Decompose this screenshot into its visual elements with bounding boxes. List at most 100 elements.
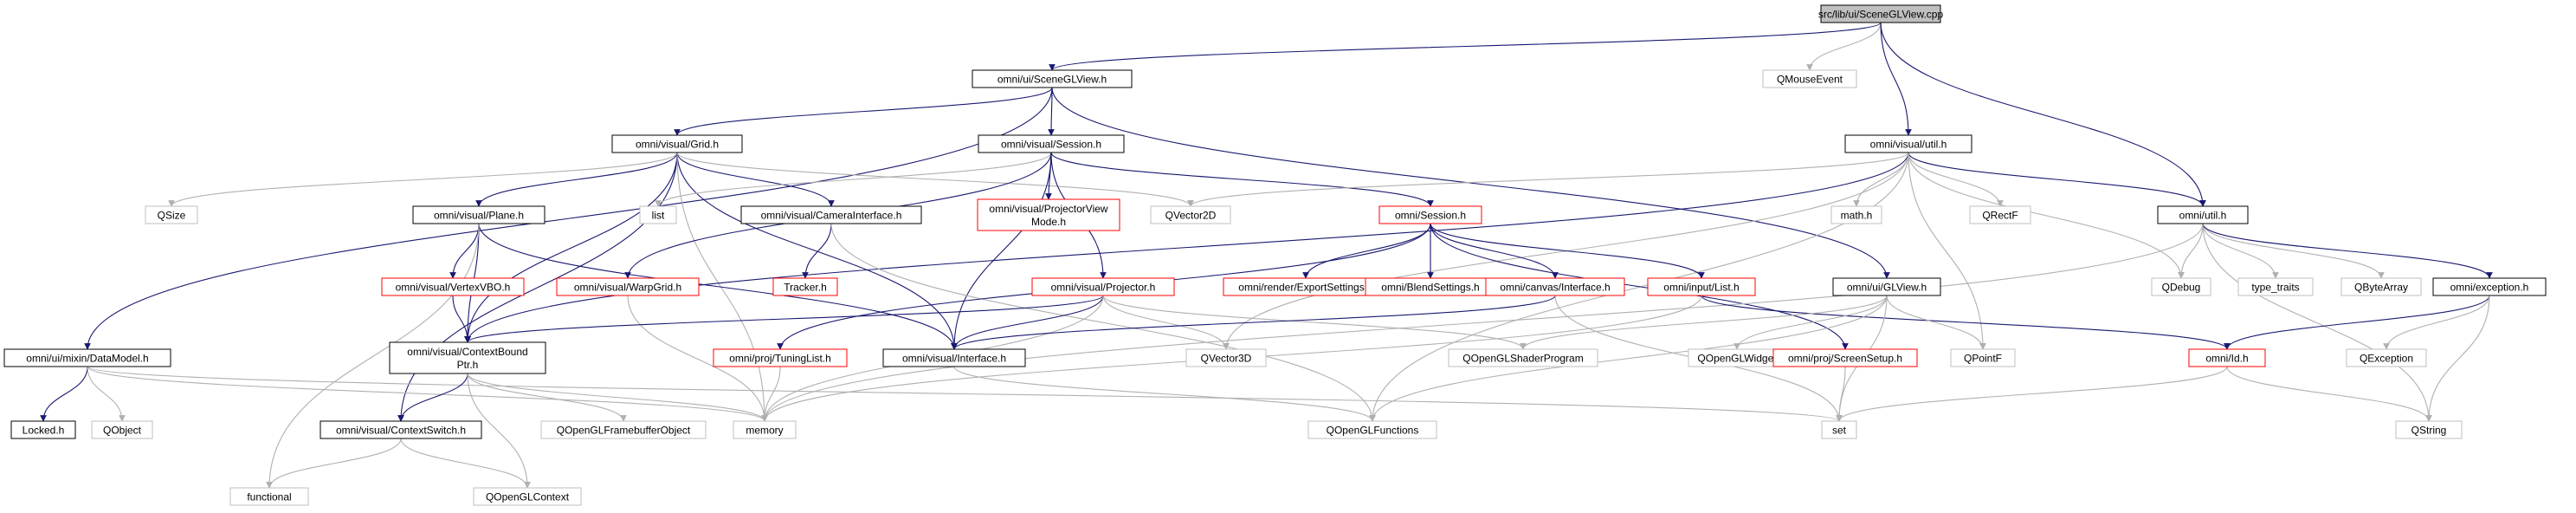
node-contextswitch-h[interactable]: omni/visual/ContextSwitch.h	[320, 420, 482, 439]
edge-exception_h-to-qexception	[2383, 295, 2490, 350]
node-vertexvbo-h[interactable]: omni/visual/VertexVBO.h	[381, 277, 525, 296]
node-qobject: QObject	[91, 420, 153, 439]
node-box	[1485, 277, 1625, 296]
node-session-h[interactable]: omni/Session.h	[1378, 205, 1482, 224]
edge-visual_grid_h-to-camera_h	[676, 152, 835, 207]
node-box	[740, 205, 922, 224]
node-exportsettings-h[interactable]: omni/render/ExportSettings.h	[1223, 277, 1389, 296]
edge-util_h-to-memory	[761, 223, 2204, 422]
node-locked-h[interactable]: Locked.h	[10, 420, 76, 439]
node-label: omni/util.h	[2179, 210, 2227, 222]
node-box	[611, 134, 743, 153]
edge-contextbound_h-to-memory	[467, 373, 768, 422]
node-scenegl-cpp[interactable]: src/lib/ui/SceneGLView.cpp	[1818, 4, 1944, 23]
edge-contextswitch_h-to-qopenglcontext	[400, 438, 531, 489]
edge-glview_h-to-qopenglshader	[1520, 295, 1888, 350]
node-id-h[interactable]: omni/Id.h	[2188, 348, 2266, 367]
node-box	[1844, 134, 1972, 153]
edge-ui_scenegl_h-to-visual_session_h	[1048, 87, 1055, 136]
node-memory: memory	[733, 420, 797, 439]
edge-layer	[40, 22, 2493, 489]
node-box	[1762, 69, 1857, 88]
edge-datamodel_h-to-qobject	[87, 366, 126, 422]
node-box	[1307, 420, 1437, 439]
node-box	[1031, 277, 1175, 296]
node-box	[1772, 348, 1918, 367]
node-label: QException	[2360, 353, 2413, 365]
edge-scenegl_cpp-to-visual_util_h	[1880, 22, 1912, 136]
node-label: omni/visual/Plane.h	[434, 210, 524, 222]
node-box	[1150, 205, 1231, 224]
edge-id_h-to-set	[1836, 366, 2228, 422]
node-box	[2346, 348, 2427, 367]
edge-util_h-to-qstring	[2202, 223, 2432, 422]
node-label: type_traits	[2251, 282, 2299, 294]
node-visual-plane-h[interactable]: omni/visual/Plane.h	[412, 205, 546, 224]
node-interface-h[interactable]: omni/visual/Interface.h	[882, 348, 1026, 367]
node-box	[3, 348, 171, 367]
node-tracker-h[interactable]: Tracker.h	[772, 277, 838, 296]
node-box	[2151, 277, 2211, 296]
node-camera-h[interactable]: omni/visual/CameraInterface.h	[740, 205, 922, 224]
node-box	[977, 198, 1120, 231]
node-qmouseevent: QMouseEvent	[1762, 69, 1857, 88]
node-type-traits: type_traits	[2237, 277, 2314, 296]
node-inputlist-h[interactable]: omni/input/List.h	[1647, 277, 1756, 296]
node-box	[2340, 277, 2422, 296]
node-label: QByteArray	[2354, 282, 2408, 294]
edge-datamodel_h-to-locked_h	[40, 366, 88, 422]
edge-session_h-to-exportsettings_h	[1302, 223, 1431, 279]
node-visual-session-h[interactable]: omni/visual/Session.h	[978, 134, 1125, 153]
edge-visual_util_h-to-qpointf	[1908, 152, 1986, 350]
node-label: omni/ui/SceneGLView.h	[997, 74, 1107, 86]
edge-glview_h-to-qopenglwidget	[1733, 295, 1888, 350]
node-datamodel-h[interactable]: omni/ui/mixin/DataModel.h	[3, 348, 171, 367]
edge-interface_h-to-qopenglfunctions	[953, 366, 1376, 422]
node-box	[1820, 4, 1941, 23]
node-label: omni/BlendSettings.h	[1381, 282, 1479, 294]
edge-contextswitch_h-to-functional	[266, 438, 402, 489]
node-label: QVector2D	[1165, 210, 1217, 222]
node-label: omni/input/List.h	[1663, 282, 1739, 294]
node-box	[882, 348, 1026, 367]
node-box	[2157, 205, 2249, 224]
node-visual-grid-h[interactable]: omni/visual/Grid.h	[611, 134, 743, 153]
node-label: omni/visual/util.h	[1870, 139, 1947, 151]
node-qopenglshader: QOpenGLShaderProgram	[1448, 348, 1598, 367]
edge-ui_scenegl_h-to-visual_grid_h	[674, 87, 1053, 136]
node-tuninglist-h[interactable]: omni/proj/TuningList.h	[713, 348, 848, 367]
node-box	[10, 420, 76, 439]
edge-scenegl_cpp-to-qmouseevent	[1806, 22, 1882, 71]
node-label: QPointF	[1964, 353, 2002, 365]
node-qbytearray: QByteArray	[2340, 277, 2422, 296]
node-qopenglcontext: QOpenGLContext	[473, 487, 582, 506]
node-list: list	[639, 205, 677, 224]
node-util-h[interactable]: omni/util.h	[2157, 205, 2249, 224]
node-box	[1448, 348, 1598, 367]
edge-visual_grid_h-to-qsize	[168, 152, 678, 207]
edge-scenegl_cpp-to-util_h	[1880, 22, 2206, 207]
edge-glview_h-to-qpointf	[1886, 295, 1986, 350]
node-label: set	[1832, 425, 1847, 437]
node-visual-util-h[interactable]: omni/visual/util.h	[1844, 134, 1972, 153]
node-label: QOpenGLShaderProgram	[1462, 353, 1583, 365]
node-box	[229, 487, 309, 506]
node-warpgrid-h[interactable]: omni/visual/WarpGrid.h	[556, 277, 700, 296]
node-projector-h[interactable]: omni/visual/Projector.h	[1031, 277, 1175, 296]
edge-visual_grid_h-to-contextbound_h	[464, 152, 678, 343]
node-blendsettings-h[interactable]: omni/BlendSettings.h	[1365, 277, 1496, 296]
node-screensetup-h[interactable]: omni/proj/ScreenSetup.h	[1772, 348, 1918, 367]
edge-contextbound_h-to-contextswitch_h	[397, 373, 468, 422]
edge-projector_h-to-qvector3d	[1102, 295, 1230, 350]
node-ui-scenegl-h[interactable]: omni/ui/SceneGLView.h	[972, 69, 1133, 88]
node-box	[389, 341, 546, 374]
node-exception-h[interactable]: omni/exception.h	[2432, 277, 2547, 296]
node-box	[1950, 348, 2016, 367]
node-box	[381, 277, 525, 296]
node-label: omni/visual/VertexVBO.h	[396, 282, 511, 294]
node-glview-h[interactable]: omni/ui/GLView.h	[1832, 277, 1941, 296]
node-label: omni/Id.h	[2205, 353, 2248, 365]
node-canvas-h[interactable]: omni/canvas/Interface.h	[1485, 277, 1625, 296]
